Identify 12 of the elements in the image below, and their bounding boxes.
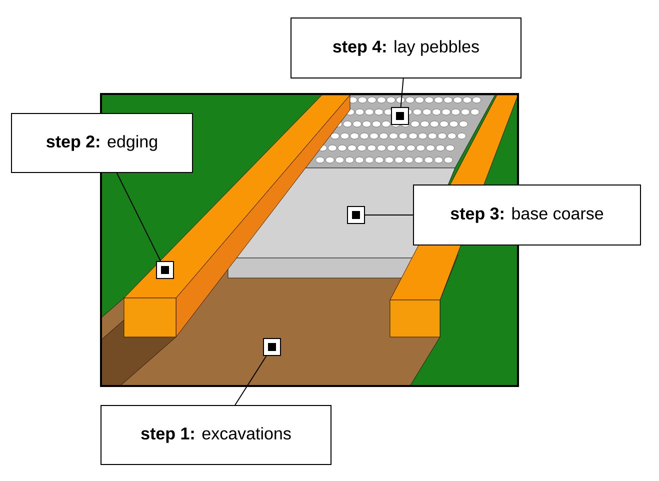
marker-square [263, 338, 281, 356]
marker-square [347, 206, 365, 224]
marker-square [391, 107, 409, 125]
step-label-box: step 3: base coarse [413, 184, 641, 246]
leader-line [364, 214, 414, 216]
step-label-box: step 2: edging [11, 113, 193, 173]
leader-line [234, 356, 267, 406]
step-label-box: step 1: excavations [100, 405, 332, 465]
leader-line [116, 172, 162, 262]
leader-line [400, 78, 404, 108]
step-label-box: step 4: lay pebbles [290, 18, 522, 78]
marker-square [156, 261, 174, 279]
